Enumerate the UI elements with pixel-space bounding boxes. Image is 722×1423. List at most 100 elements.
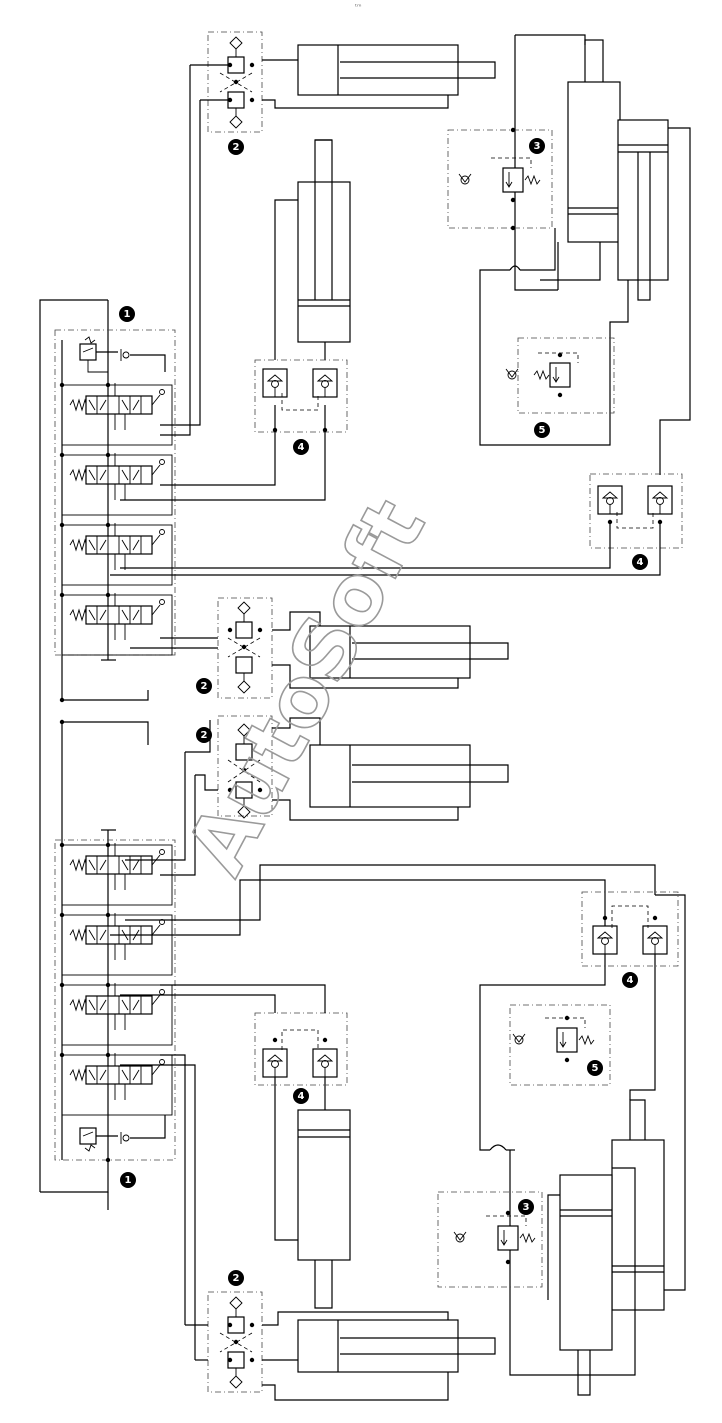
callout-label: 1 (125, 1175, 132, 1186)
junction-dot (510, 225, 516, 231)
callout-label: 3 (534, 141, 541, 152)
junction-dot (322, 427, 328, 433)
callout-label: 1 (124, 309, 131, 320)
valve-block-top (54, 329, 176, 656)
junction-dot (105, 382, 111, 388)
junction-dot (105, 912, 111, 918)
junction-dot (510, 197, 516, 203)
check-valve (262, 1048, 288, 1078)
junction-dot (564, 1015, 570, 1021)
callout-badge-valve-block-top: 1 (119, 306, 135, 322)
junction-dot (257, 627, 263, 633)
callout-badge-lock-a-middle-upper: 2 (196, 678, 212, 694)
junction-dot (227, 97, 233, 103)
callout-badge-balance-top: 5 (534, 422, 550, 438)
junction-dot (59, 1052, 65, 1058)
cylinder-top-horizontal (160, 31, 496, 436)
relief-valve (505, 352, 579, 388)
cylinders-right-lower (110, 864, 686, 1396)
directional-valve (69, 1053, 165, 1100)
directional-valve (69, 593, 165, 640)
junction-dot (59, 452, 65, 458)
callout-badge-lock-b-1: 4 (293, 439, 309, 455)
junction-dot (249, 1357, 255, 1363)
directional-valve (69, 453, 165, 500)
junction-dot (652, 915, 658, 921)
relief-valve (453, 1215, 536, 1251)
junction-dot (105, 1157, 111, 1163)
callout-label: 2 (233, 142, 240, 153)
junction-dot (105, 1052, 111, 1058)
junction-dot (227, 787, 233, 793)
cylinder-mid-lower-horizontal (125, 715, 509, 876)
lock-valve (219, 1296, 253, 1389)
check-valve (262, 368, 288, 398)
callout-badge-valve-block-bottom: 1 (120, 1172, 136, 1188)
junction-dot (233, 79, 239, 85)
junction-dot (227, 1357, 233, 1363)
junction-dot (607, 519, 613, 525)
check-valve (592, 925, 618, 955)
callout-badge-relief-bottom: 3 (518, 1199, 534, 1215)
junction-dot (557, 392, 563, 398)
check-valve (642, 925, 668, 955)
junction-dot (227, 62, 233, 68)
junction-dot (105, 522, 111, 528)
junction-dot (227, 1322, 233, 1328)
junction-dot (505, 1210, 511, 1216)
callout-label: 4 (298, 442, 305, 453)
callout-badge-lock-a-bottom: 2 (228, 1270, 244, 1286)
callout-label: 5 (539, 425, 546, 436)
callout-label: 4 (637, 557, 644, 568)
callout-badge-balance-bottom: 5 (587, 1060, 603, 1076)
callout-badge-lock-a-top: 2 (228, 139, 244, 155)
lock-valve (227, 601, 261, 694)
check-valve (647, 485, 673, 515)
junction-dots (59, 62, 663, 1363)
junction-dot (233, 1339, 239, 1345)
callout-badge-lock-b-3: 4 (622, 972, 638, 988)
callout-label: 2 (201, 730, 208, 741)
junction-dot (241, 644, 247, 650)
junction-dot (59, 592, 65, 598)
cylinder-bottom-horizontal (120, 1054, 496, 1401)
directional-valve (69, 983, 165, 1030)
junction-dot (59, 842, 65, 848)
valve-block-bottom (54, 839, 176, 1161)
relief-valve (458, 157, 541, 193)
lock-valve (227, 723, 261, 819)
junction-dot (272, 427, 278, 433)
junction-dot (249, 1322, 255, 1328)
callout-badge-lock-b-2: 4 (632, 554, 648, 570)
junction-dot (564, 1057, 570, 1063)
relief-valve (512, 1017, 595, 1053)
junction-dot (59, 522, 65, 528)
junction-dot (257, 787, 263, 793)
callout-badge-lock-a-middle-lower: 2 (196, 727, 212, 743)
junction-dot (249, 62, 255, 68)
directional-valve (69, 523, 165, 570)
check-valve (597, 485, 623, 515)
junction-dot (602, 915, 608, 921)
directional-valve-spools (69, 383, 165, 1100)
directional-valve (69, 383, 165, 430)
junction-dot (657, 519, 663, 525)
cylinders-right-upper (110, 34, 691, 576)
callout-label: 2 (201, 681, 208, 692)
junction-dot (59, 382, 65, 388)
cylinder-lower-vertical (120, 984, 351, 1309)
check-valve (312, 368, 338, 398)
callout-label: 5 (592, 1063, 599, 1074)
junction-dot (59, 697, 65, 703)
junction-dot (241, 767, 247, 773)
junction-dot (272, 1037, 278, 1043)
junction-dot (105, 982, 111, 988)
junction-dot (249, 97, 255, 103)
junction-dot (557, 352, 563, 358)
check-valves (219, 36, 673, 1389)
junction-dot (505, 1259, 511, 1265)
junction-dot (59, 982, 65, 988)
check-valve (312, 1048, 338, 1078)
